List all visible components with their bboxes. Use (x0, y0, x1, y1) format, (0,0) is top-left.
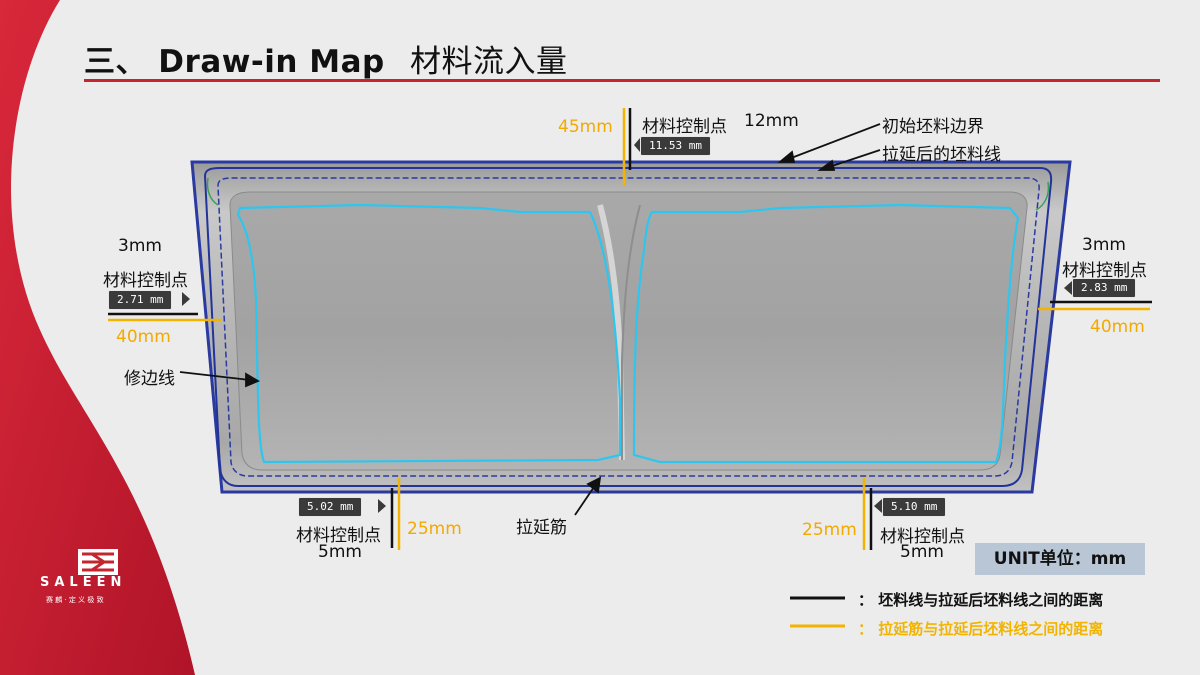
unit-box: UNIT单位：mm (975, 543, 1145, 575)
top-black-value: 12mm (744, 111, 799, 131)
bottom-right-orange-value: 25mm (802, 520, 857, 540)
right-black-value: 3mm (1082, 235, 1126, 255)
saleen-logo: SALEEN 赛 麟 · 定 义 极 致 (40, 545, 155, 615)
draw-bead-label: 拉延筋 (516, 518, 567, 538)
trim-line-right (632, 203, 1020, 464)
left-gauge: 2.71 mm (108, 290, 173, 310)
trim-line-label: 修边线 (124, 369, 175, 389)
title-cn: 材料流入量 (409, 44, 568, 80)
page-title: 三、 Draw-in Map 材料流入量 (84, 36, 567, 81)
title-rule (84, 79, 1160, 82)
top-gauge: 11.53 mm (640, 136, 711, 156)
logo-brand: SALEEN (40, 575, 127, 590)
trim-line-left (236, 203, 622, 464)
left-orange-value: 40mm (116, 327, 171, 347)
left-black-value: 3mm (118, 236, 162, 256)
legend-black-text: ： 坯料线与拉延后坯料线之间的距离 (858, 591, 1104, 609)
title-prefix: 三、 (84, 44, 147, 80)
bottom-right-gauge: 5.10 mm (882, 497, 947, 517)
bottom-right-control-label: 材料控制点 (880, 527, 965, 547)
initial-blank-edge-label: 初始坯料边界 (882, 117, 984, 137)
draw-bead-line (217, 177, 1040, 477)
bottom-left-black-value: 5mm (318, 542, 362, 562)
drawn-blank-line (203, 167, 1053, 487)
logo-tagline: 赛 麟 · 定 义 极 致 (46, 596, 104, 604)
right-orange-value: 40mm (1090, 317, 1145, 337)
bottom-left-control-label: 材料控制点 (296, 526, 381, 546)
bottom-right-black-value: 5mm (900, 542, 944, 562)
right-gauge: 2.83 mm (1072, 278, 1137, 298)
title-main: Draw-in Map (158, 44, 385, 80)
right-control-label: 材料控制点 (1062, 261, 1147, 281)
bottom-left-orange-value: 25mm (407, 519, 462, 539)
bottom-left-gauge: 5.02 mm (298, 497, 363, 517)
drawn-blank-line-label: 拉延后的坯料线 (882, 145, 1001, 165)
logo-mark-icon (78, 549, 118, 575)
left-control-label: 材料控制点 (103, 271, 188, 291)
top-orange-value: 45mm (558, 117, 613, 137)
legend-orange-text: ： 拉延筋与拉延后坯料线之间的距离 (858, 620, 1104, 638)
top-control-label: 材料控制点 (642, 117, 727, 137)
